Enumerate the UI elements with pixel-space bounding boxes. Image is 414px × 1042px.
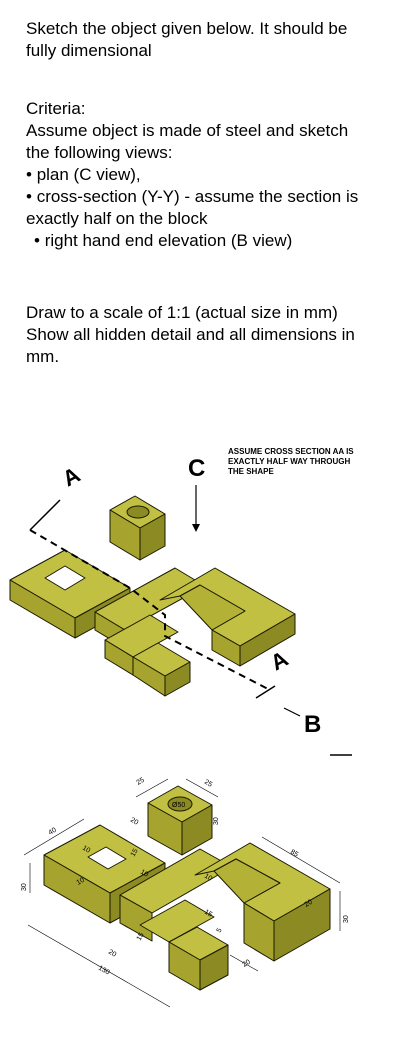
section-arrow-right	[255, 685, 276, 699]
dim-line-130	[27, 924, 171, 1008]
section-note-line-3: THE SHAPE	[228, 467, 274, 476]
dim-line-20-bottom	[229, 954, 259, 972]
bottom-left-block-hole	[87, 846, 127, 870]
bottom-right-block-inner	[213, 858, 281, 904]
right-block-inner	[179, 584, 246, 631]
section-line-aa	[29, 499, 61, 531]
bottom-right-block-side	[243, 902, 275, 962]
bottom-lower-arm	[139, 899, 215, 943]
scale-block: Draw to a scale of 1:1 (actual size in m…	[26, 302, 406, 368]
instructions-block: Sketch the object given below. It should…	[26, 18, 406, 62]
bottom-center-bar-front	[119, 894, 153, 942]
dim-15-c: 15	[203, 909, 213, 919]
dim-30-left: 30	[21, 883, 28, 891]
dim-diameter-50: Ø50	[172, 802, 185, 809]
dimensioned-figure: 25 25 Ø50 30 40 20 10 10 10 10 15 15 5 8…	[21, 754, 352, 1008]
criteria-line-2: the following views:	[26, 143, 173, 162]
scale-line-3: mm.	[26, 347, 60, 366]
section-line-aa-path	[29, 529, 271, 691]
label-a-right: A	[266, 646, 292, 676]
section-note-line-1: ASSUME CROSS SECTION AA IS	[228, 447, 354, 456]
dim-25-left: 25	[136, 777, 146, 787]
dim-20-bottom: 20	[107, 949, 117, 959]
label-a-left: A	[58, 462, 84, 492]
left-block-hole	[44, 565, 86, 591]
dim-25-right: 25	[203, 779, 213, 789]
label-c: C	[188, 455, 205, 482]
criteria-line-1: Assume object is made of steel and sketc…	[26, 121, 349, 140]
dim-85: 85	[289, 849, 299, 859]
dim-15-b: 15	[136, 932, 146, 942]
lower-foot-right	[164, 661, 191, 697]
view-section-line-1: cross-section (Y-Y) - assume the section…	[26, 186, 406, 208]
dim-30-boss: 30	[213, 817, 220, 825]
dim-5: 5	[216, 927, 224, 934]
dim-20-right: 20	[304, 899, 314, 909]
dim-10-b: 10	[76, 877, 86, 887]
view-end: right hand end elevation (B view)	[26, 230, 406, 252]
isometric-figure-section: A C A B ASSUME CROSS SECTION AA IS EXACT…	[9, 447, 354, 738]
dim-10-a: 10	[81, 845, 91, 855]
dim-20-hole: 20	[129, 817, 139, 827]
view-section-line-2: exactly half on the block	[26, 209, 208, 228]
dim-10-d: 10	[203, 873, 213, 883]
dim-line-25-top-right	[185, 778, 219, 798]
dim-10-c: 10	[139, 869, 149, 879]
label-b: B	[304, 711, 321, 738]
intro-line-1: Sketch the object given below. It should…	[26, 19, 348, 38]
scale-line-1: Draw to a scale of 1:1 (actual size in m…	[26, 303, 338, 322]
arrow-c-head	[192, 524, 200, 532]
boss-right	[139, 513, 166, 561]
dim-line-40	[23, 818, 85, 856]
dim-line-85	[261, 836, 341, 884]
boss-hole	[126, 505, 150, 519]
criteria-heading: Criteria:	[26, 99, 86, 118]
view-plan: plan (C view),	[26, 164, 406, 186]
dim-30-right: 30	[343, 915, 350, 923]
section-note-line-2: EXACTLY HALF WAY THROUGH	[228, 457, 350, 466]
bottom-boss-hole	[167, 796, 193, 812]
criteria-block: Criteria: Assume object is made of steel…	[26, 98, 406, 252]
dim-130: 130	[97, 965, 111, 977]
bottom-lower-foot-right	[199, 944, 229, 991]
dim-line-25-top	[135, 778, 169, 798]
bottom-boss-right	[181, 804, 213, 856]
intro-line-2: fully dimensional	[26, 41, 152, 60]
dim-20-foot: 20	[242, 959, 252, 969]
dim-15-a: 15	[130, 848, 140, 858]
scale-line-2: Show all hidden detail and all dimension…	[26, 325, 355, 344]
arrow-b	[283, 707, 301, 717]
dim-40: 40	[48, 827, 58, 837]
right-block-side	[211, 629, 241, 667]
